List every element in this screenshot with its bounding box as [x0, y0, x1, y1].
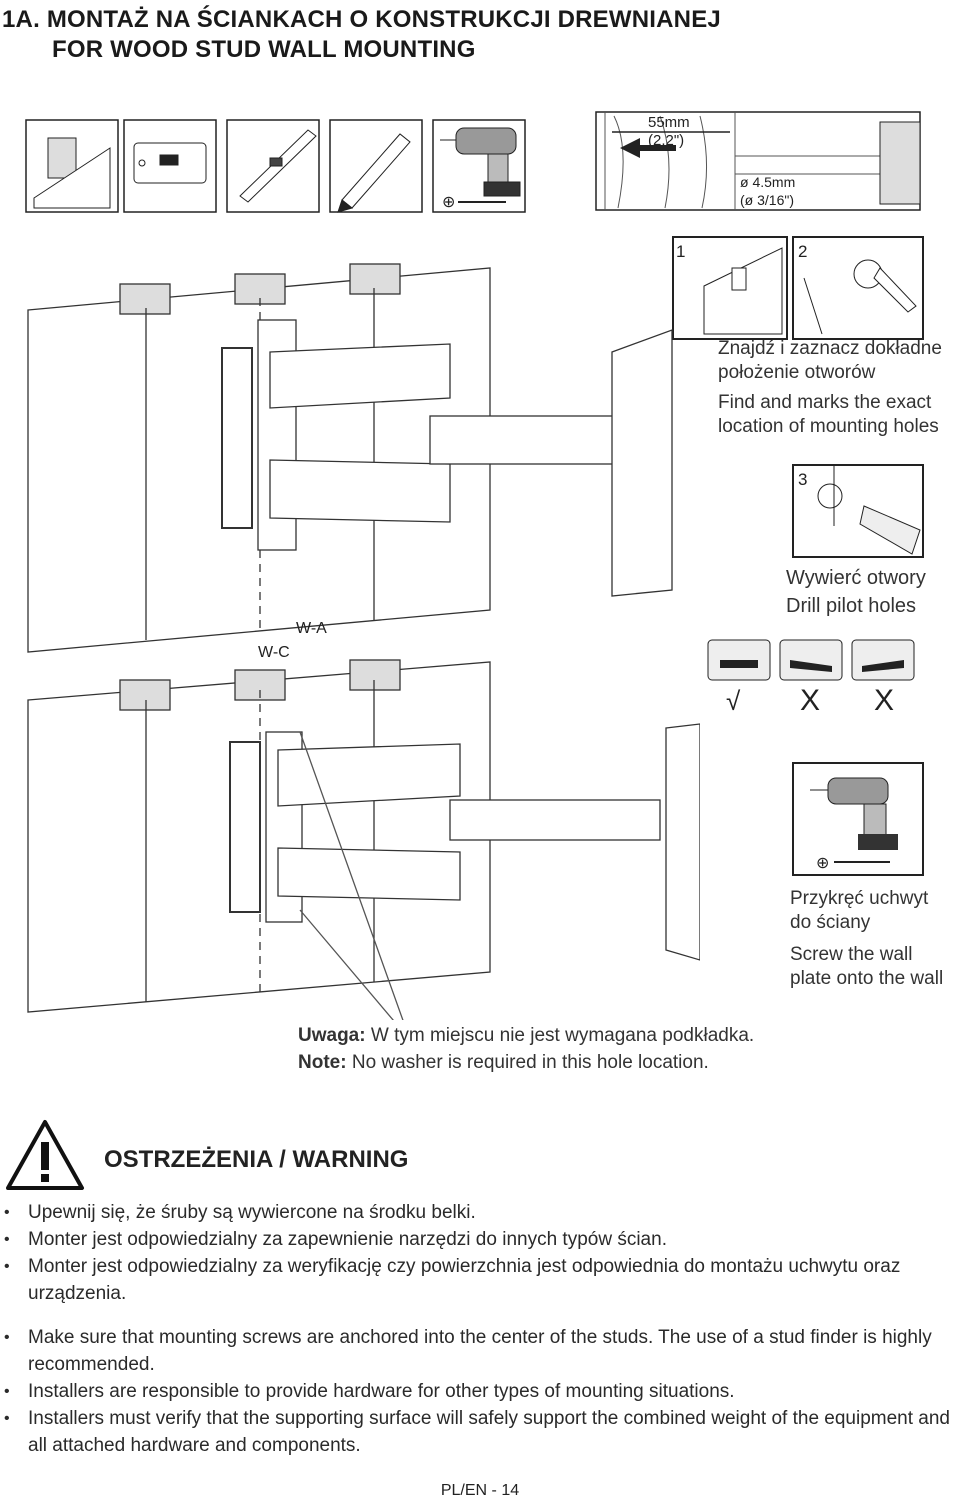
note-en-text: No washer is required in this hole locat… — [346, 1052, 709, 1073]
warning-item-en: Installers are responsible to provide ha… — [0, 1378, 960, 1405]
mark-caption-pl-2: położenie otworów — [718, 362, 876, 383]
page-number: PL/EN - 14 — [440, 1482, 520, 1499]
note-pl-text: W tym miejscu nie jest wymagana podkładk… — [365, 1025, 755, 1046]
page-title-pl: 1A. MONTAŻ NA ŚCIANKACH O KONSTRUKCJI DR… — [2, 6, 721, 33]
drill-depth-inch: (2.2") — [648, 132, 685, 149]
mark-caption-en-1: Find and marks the exact — [718, 392, 932, 413]
warning-item-pl: Monter jest odpowiedzialny za zapewnieni… — [0, 1226, 960, 1253]
screw-caption-en-2: plate onto the wall — [790, 968, 944, 989]
level-check-graphic — [707, 639, 915, 681]
level-tool-frame — [226, 119, 320, 213]
screw-caption-pl-1: Przykręć uchwyt — [790, 888, 929, 909]
step3-box — [792, 464, 924, 558]
note-pl-label: Uwaga: — [298, 1025, 366, 1046]
warning-list-en: Make sure that mounting screws are ancho… — [0, 1324, 960, 1459]
page-title-en: FOR WOOD STUD WALL MOUNTING — [52, 36, 476, 63]
warning-item-en: Make sure that mounting screws are ancho… — [0, 1324, 960, 1378]
drill-diameter-inch: (ø 3/16") — [740, 192, 794, 208]
step1-number: 1 — [676, 242, 686, 261]
step2-box — [792, 236, 924, 340]
step1-box — [672, 236, 788, 340]
step2-number: 2 — [798, 242, 808, 261]
drill-depth: 55mm — [648, 114, 690, 131]
warning-item-pl: Monter jest odpowiedzialny za weryfikacj… — [0, 1253, 960, 1307]
pencil-icon — [337, 133, 411, 213]
warning-triangle-icon — [6, 1120, 84, 1190]
wall-plate-icon — [133, 142, 207, 184]
mark-caption-en-2: location of mounting holes — [718, 416, 939, 437]
drill-caption-en: Drill pilot holes — [786, 595, 917, 617]
svg-text:⊕: ⊕ — [442, 194, 455, 211]
warning-item-pl: Upewnij się, że śruby są wywiercone na ś… — [0, 1199, 960, 1226]
note-en: Note: No washer is required in this hole… — [298, 1049, 709, 1077]
note-pl: Uwaga: W tym miejscu nie jest wymagana p… — [298, 1022, 754, 1050]
svg-text:⊕: ⊕ — [816, 855, 829, 872]
level-bad-mark-2: X — [874, 684, 895, 717]
wall-plate-tool-frame — [123, 119, 217, 213]
warning-list-pl: Upewnij się, że śruby są wywiercone na ś… — [0, 1199, 960, 1307]
drill-tool-frame — [432, 119, 526, 213]
stud-wall-tool-frame — [25, 119, 119, 213]
step3-number: 3 — [798, 470, 808, 489]
wall-mount-illustration — [27, 263, 700, 1020]
label-wa: W-A — [296, 620, 327, 637]
screw-caption-pl-2: do ściany — [790, 912, 871, 933]
stud-icon — [33, 137, 111, 209]
screw-step-box: ⊕ — [792, 762, 924, 876]
tools-row: ⊕ — [25, 111, 921, 213]
drill-diameter: ø 4.5mm — [740, 174, 796, 190]
level-bad-mark-1: X — [800, 684, 821, 717]
pencil-tool-frame — [329, 119, 423, 213]
label-wc: W-C — [258, 644, 290, 661]
warning-title: OSTRZEŻENIA / WARNING — [104, 1146, 409, 1173]
level-icon — [239, 129, 317, 203]
warning-item-en: Installers must verify that the supporti… — [0, 1405, 960, 1459]
mark-caption-pl-1: Znajdź i zaznacz dokładne — [718, 338, 942, 359]
note-en-label: Note: — [298, 1052, 347, 1073]
level-ok-mark: √ — [726, 686, 741, 716]
screw-caption-en-1: Screw the wall — [790, 944, 913, 965]
drill-caption-pl: Wywierć otwory — [786, 567, 926, 589]
drill-icon: ⊕ — [440, 127, 521, 211]
